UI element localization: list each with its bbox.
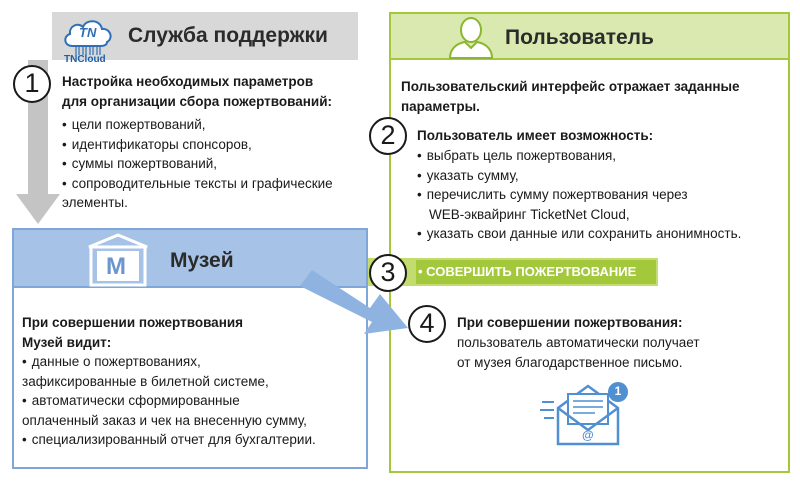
user-text-4: пользователь автоматически получает от м… [457,335,700,370]
step-4-badge: 4 [408,305,446,343]
list-item-cont: элементы. [62,195,128,210]
museum-title: Музей [170,249,234,272]
museum-heading: При совершении пожертвования Музей видит… [22,315,244,350]
donate-action[interactable]: • СОВЕРШИТЬ ПОЖЕРТВОВАНИЕ [418,262,636,282]
list-item: выбрать цель пожертвования, [417,146,741,166]
list-item: цели пожертвований, [62,115,333,135]
user-title: Пользователь [505,26,654,49]
support-heading: Настройка необходимых параметров для орг… [62,74,333,109]
step-3-badge: 3 [369,254,407,292]
museum-logo-letter: M [106,253,126,280]
list-item: суммы пожертвований, [62,154,333,174]
user-icon [448,17,494,59]
user-list: выбрать цель пожертвования, указать сумм… [417,146,742,244]
user-heading-4: При совершении пожертвования: [457,315,683,330]
gray-arrow [16,60,60,224]
list-item: перечислить сумму пожертвования через [417,185,741,205]
user-header [389,12,790,60]
list-item: специализированный отчет для бухгалтерии… [22,430,316,450]
list-item-cont: оплаченный заказ и чек на внесенную сумм… [22,412,307,428]
user-intro: Пользовательский интерфейс отражает зада… [401,79,740,114]
museum-icon [88,233,148,287]
list-item-cont: зафиксированные в билетной системе, [22,373,269,389]
action-bullet: • [418,264,427,279]
list-item: автоматически сформированные [22,391,316,411]
step-1-badge: 1 [13,65,51,103]
list-item: идентификаторы спонсоров, [62,135,333,155]
action-bar [416,260,656,284]
tncloud-mark: TN [79,25,97,40]
tncloud-logo: TN TNCloud [60,12,116,65]
list-item: данные о пожертвованиях, [22,352,316,372]
support-title: Служба поддержки [128,24,328,47]
donate-action-label: СОВЕРШИТЬ ПОЖЕРТВОВАНИЕ [426,264,637,279]
mail-icon [540,382,628,446]
mail-badge-count: 1 [614,384,622,398]
blue-arrow [300,270,408,334]
list-item-cont: WEB-эквайринг TicketNet Cloud, [429,206,630,222]
museum-list: данные о пожертвованиях, зафиксированные… [22,352,316,450]
support-list: цели пожертвований, идентификаторы спонс… [62,115,333,213]
list-item: указать сумму, [417,166,741,186]
cloud-icon [64,20,112,55]
tncloud-label: TNCloud [64,54,106,65]
user-heading-2: Пользователь имеет возможность: [417,128,654,143]
list-item: сопроводительные тексты и графические [62,174,333,194]
mail-at-sign: @ [582,428,594,442]
list-item: указать свои данные или сохранить аноним… [417,224,742,244]
museum-header [12,228,368,288]
step-2-badge: 2 [369,117,407,155]
